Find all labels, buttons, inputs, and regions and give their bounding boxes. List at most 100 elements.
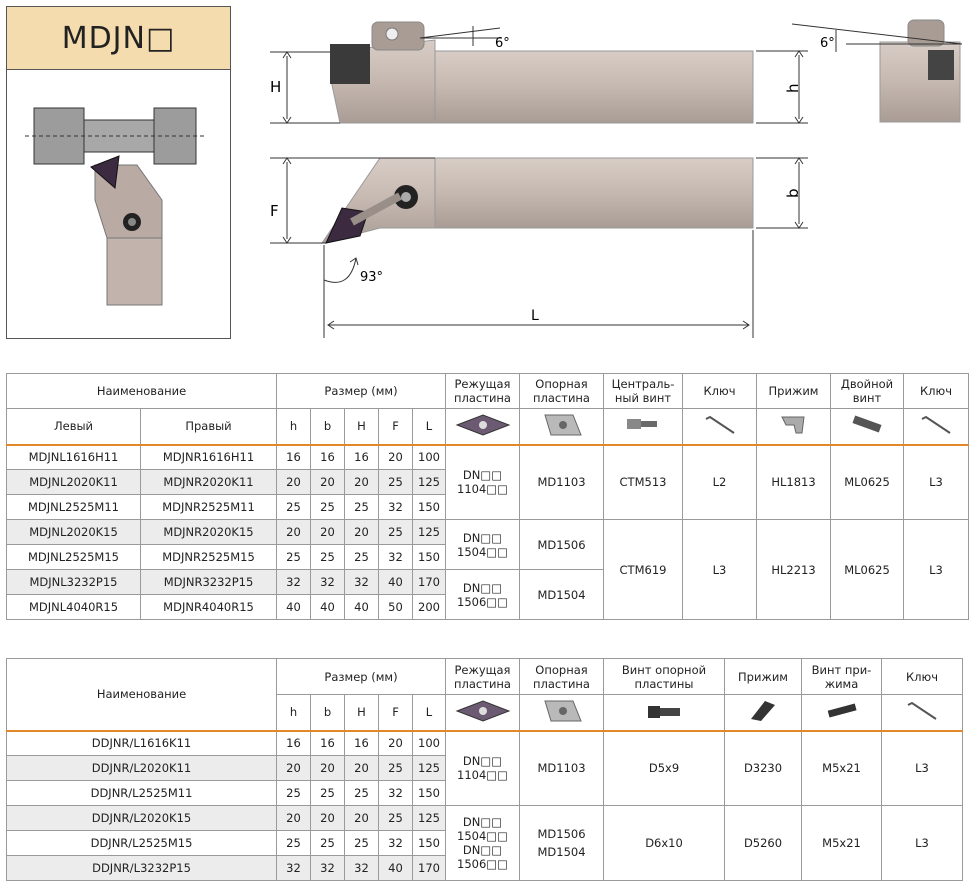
size-h: 20 (276, 519, 311, 545)
key-cell: L3 (881, 805, 963, 881)
insert-cell: DN□□ 1104□□ (445, 730, 520, 806)
dim-b-label: b (784, 188, 802, 198)
size-F: 32 (378, 830, 413, 856)
sub-H: H (344, 694, 379, 732)
key2-icon (903, 408, 969, 446)
holder-side-view (330, 21, 754, 124)
key2-cell: L3 (903, 519, 969, 620)
insert-code: DN□□ 1506□□ (457, 843, 508, 871)
holder-top-view (320, 157, 754, 244)
size-b: 16 (310, 444, 345, 470)
size-b: 20 (310, 755, 345, 781)
shim-code: MD1506 (537, 827, 586, 841)
size-b: 25 (310, 544, 345, 570)
designation: DDJNR/L1616K11 (6, 730, 277, 756)
sub-F: F (378, 694, 413, 732)
size-F: 25 (378, 519, 413, 545)
col-key: Ключ (881, 658, 963, 695)
clamp-cell: D5260 (724, 805, 802, 881)
table-ddjn: Наименование Размер (мм) Режущая пластин… (6, 658, 963, 881)
size-h: 32 (276, 855, 311, 881)
size-b: 25 (310, 830, 345, 856)
col-key: Ключ (682, 373, 757, 409)
insert-code: DN□□ 1104□□ (457, 468, 508, 497)
insert-cell: DN□□ 1506□□ (445, 569, 520, 620)
size-L: 100 (412, 444, 446, 470)
angle-top-right-label: 6° (820, 36, 835, 51)
insert-cell: DN□□ 1504□□ (445, 519, 520, 570)
size-L: 150 (412, 544, 446, 570)
size-F: 32 (378, 780, 413, 806)
insert-code: DN□□ 1504□□ (457, 815, 508, 843)
tool-thumbnail (6, 70, 231, 339)
designation: DDJNR/L2020K15 (6, 805, 277, 831)
size-b: 32 (310, 855, 345, 881)
shim-cell: MD1103 (519, 444, 604, 520)
sub-L: L (412, 408, 446, 446)
key-cell: L3 (881, 730, 963, 806)
double-screw-icon (830, 408, 904, 446)
size-H: 20 (344, 755, 379, 781)
sub-F: F (378, 408, 413, 446)
left-designation: MDJNL1616H11 (6, 444, 141, 470)
dim-H-label: H (270, 78, 281, 96)
insert-cell: DN□□ 1104□□ (445, 444, 520, 520)
key2-cell: L3 (903, 444, 969, 520)
size-b: 32 (310, 569, 345, 595)
col-size: Размер (мм) (276, 658, 446, 695)
left-designation: MDJNL2020K15 (6, 519, 141, 545)
dim-h-label: h (784, 83, 802, 93)
size-L: 100 (412, 730, 446, 756)
col-double-screw: Двойной винт (830, 373, 904, 409)
size-F: 50 (378, 594, 413, 620)
shim-code: MD1504 (537, 845, 586, 859)
designation: DDJNR/L3232P15 (6, 855, 277, 881)
col-shim: Опорная пластина (519, 373, 604, 409)
size-H: 32 (344, 855, 379, 881)
left-designation: MDJNL2525M15 (6, 544, 141, 570)
sub-h: h (276, 694, 311, 732)
size-h: 16 (276, 730, 311, 756)
right-designation: MDJNR2020K15 (140, 519, 277, 545)
size-L: 125 (412, 805, 446, 831)
size-F: 25 (378, 805, 413, 831)
size-H: 40 (344, 594, 379, 620)
size-h: 40 (276, 594, 311, 620)
size-H: 25 (344, 544, 379, 570)
size-L: 170 (412, 855, 446, 881)
col-size: Размер (мм) (276, 373, 446, 409)
size-F: 32 (378, 494, 413, 520)
size-H: 25 (344, 780, 379, 806)
table-mdjn: Наименование Размер (мм) Режущая пластин… (6, 373, 969, 620)
clamp-icon (756, 408, 831, 446)
shim-cell: MD1103 (519, 730, 604, 806)
size-L: 150 (412, 780, 446, 806)
left-designation: MDJNL2020K11 (6, 469, 141, 495)
col-shim-screw: Винт опорной пластины (603, 658, 725, 695)
col-clamp: Прижим (724, 658, 802, 695)
col-shim: Опорная пластина (519, 658, 604, 695)
size-h: 20 (276, 469, 311, 495)
size-H: 32 (344, 569, 379, 595)
sub-right: Правый (140, 408, 277, 446)
shim-screw-cell: D6x10 (603, 805, 725, 881)
size-F: 20 (378, 730, 413, 756)
right-designation: MDJNR2525M11 (140, 494, 277, 520)
sub-H: H (344, 408, 379, 446)
center-screw-cell: CTM513 (603, 444, 683, 520)
size-L: 125 (412, 755, 446, 781)
size-H: 25 (344, 494, 379, 520)
col-insert: Режущая пластина (445, 658, 520, 695)
key-cell: L2 (682, 444, 757, 520)
holder-end-view (879, 19, 961, 123)
key-icon (682, 408, 757, 446)
size-b: 16 (310, 730, 345, 756)
insert-icon (445, 408, 520, 446)
